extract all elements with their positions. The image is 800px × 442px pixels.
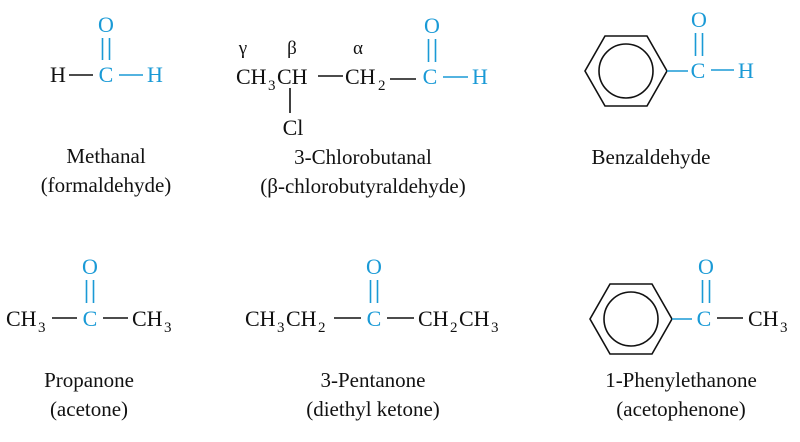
atom-oxygen: O (98, 12, 114, 37)
group-ch: CH (277, 64, 308, 89)
structure-3-pentanone: O CH 3 CH 2 C CH 2 CH 3 (245, 254, 499, 336)
label-gamma: γ (238, 38, 247, 59)
group-ch3: CH (132, 306, 163, 331)
atom-hydrogen: H (147, 62, 163, 87)
group-ch2: CH (286, 306, 317, 331)
atom-oxygen: O (366, 254, 382, 279)
atom-carbon: C (367, 306, 382, 331)
atom-carbon: C (99, 62, 114, 87)
subscript-2: 2 (450, 320, 458, 336)
label-alpha: α (353, 38, 363, 59)
compound-common-name: (diethyl ketone) (306, 397, 440, 421)
subscript-2: 2 (378, 78, 386, 94)
atom-hydrogen: H (472, 64, 488, 89)
subscript-3: 3 (268, 78, 276, 94)
structure-propanone: O CH 3 C CH 3 (6, 254, 172, 336)
atom-oxygen: O (698, 254, 714, 279)
benzene-ring (589, 283, 673, 355)
atom-oxygen: O (82, 254, 98, 279)
group-ch3: CH (459, 306, 490, 331)
atom-hydrogen: H (50, 62, 66, 87)
group-ch3: CH (245, 306, 276, 331)
compound-name: 3-Pentanone (321, 368, 426, 392)
atom-chlorine: Cl (283, 115, 304, 140)
group-ch2: CH (345, 64, 376, 89)
compound-common-name: (acetone) (50, 397, 128, 421)
compound-common-name: (acetophenone) (616, 397, 745, 421)
group-ch3: CH (6, 306, 37, 331)
label-beta: β (287, 38, 297, 59)
compound-name: Methanal (66, 144, 145, 168)
atom-carbon: C (83, 306, 98, 331)
compound-name: 3-Chlorobutanal (294, 145, 432, 169)
atom-hydrogen: H (738, 58, 754, 83)
subscript-3: 3 (491, 320, 499, 336)
benzene-ring (584, 35, 668, 107)
group-ch3: CH (748, 306, 779, 331)
compound-name: Benzaldehyde (592, 145, 711, 169)
atom-oxygen: O (691, 7, 707, 32)
structure-3-chlorobutanal: γ β α CH 3 CH CH 2 C H O Cl (236, 13, 488, 140)
subscript-3: 3 (780, 320, 788, 336)
structure-benzaldehyde: C H O (584, 7, 754, 107)
atom-carbon: C (423, 64, 438, 89)
benzene-inner-circle (598, 43, 654, 99)
atom-carbon: C (697, 306, 712, 331)
structure-1-phenylethanone: C CH 3 O (589, 254, 788, 355)
compound-common-name: (β-chlorobutyraldehyde) (260, 174, 465, 198)
atom-carbon: C (691, 58, 706, 83)
group-ch3: CH (236, 64, 267, 89)
atom-oxygen: O (424, 13, 440, 38)
subscript-2: 2 (318, 320, 326, 336)
structure-methanal: O H C H (50, 12, 163, 87)
compound-name: 1-Phenylethanone (605, 368, 757, 392)
subscript-3: 3 (277, 320, 285, 336)
compound-common-name: (formaldehyde) (41, 173, 172, 197)
benzene-inner-circle (603, 291, 659, 347)
compound-name: Propanone (44, 368, 134, 392)
group-ch2: CH (418, 306, 449, 331)
subscript-3: 3 (164, 320, 172, 336)
subscript-3: 3 (38, 320, 46, 336)
